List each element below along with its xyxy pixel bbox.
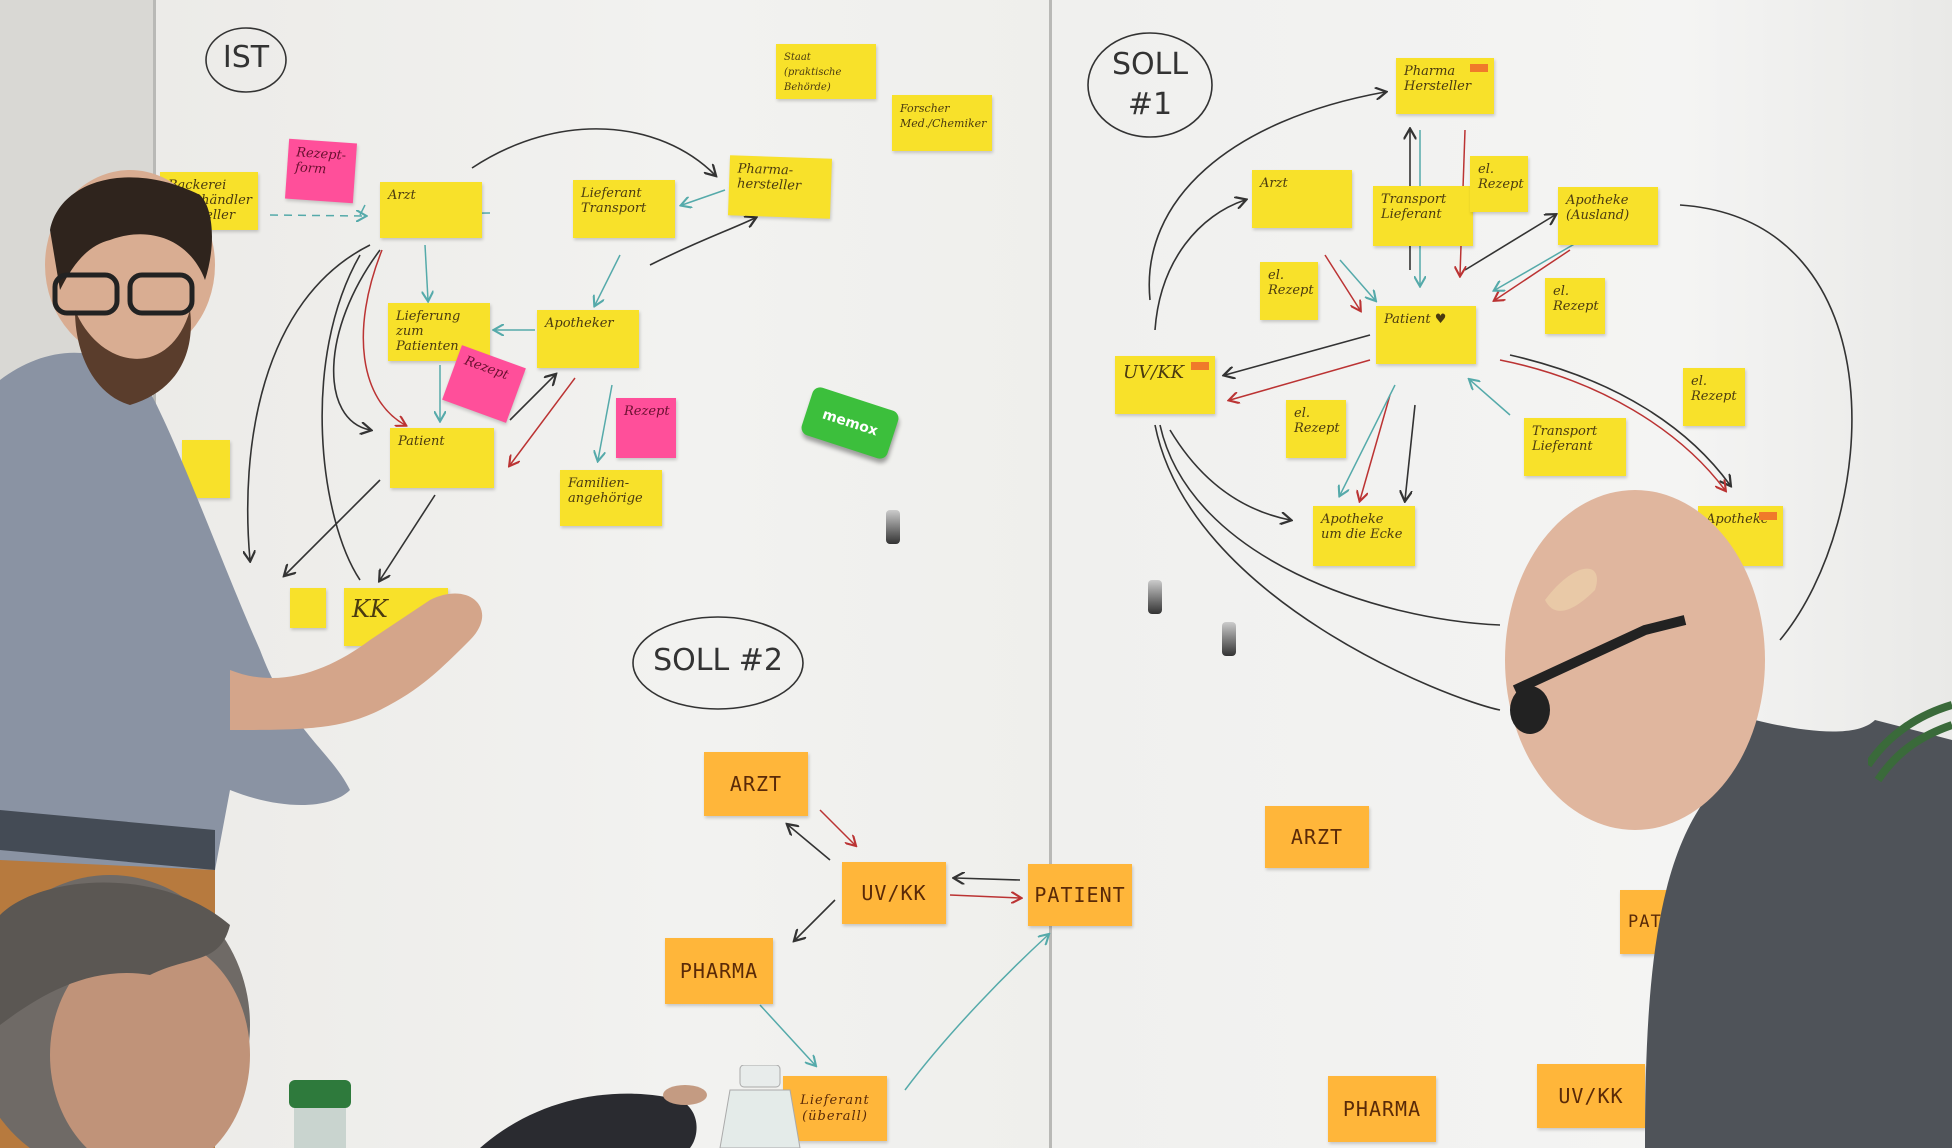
note-soll1-transport-top: Transport Lieferant	[1373, 186, 1473, 246]
note-pharma-hersteller: Pharma Hersteller	[1396, 58, 1494, 114]
note-soll1-uvkk: UV/KK	[1115, 356, 1215, 414]
note-soll2-uvkk: UV/KK	[842, 862, 946, 924]
note-erezept-right: el. Rezept	[1683, 368, 1745, 426]
note-apotheke-ecke: Apotheke um die Ecke	[1313, 506, 1415, 566]
note-pharma-hersteller-text: Pharma Hersteller	[1404, 64, 1472, 94]
note-arzt: Arzt	[380, 182, 482, 238]
magnet	[886, 510, 900, 544]
note-forscher: Forscher Med./Chemiker	[892, 95, 992, 151]
note-tab-marker	[1191, 362, 1209, 370]
note-soll2-pharma: PHARMA	[665, 938, 773, 1004]
note-erezept-left: el. Rezept	[1260, 262, 1318, 320]
seated-person-left	[0, 875, 250, 1148]
note-apotheke-right-text: Apotheke	[1706, 512, 1769, 527]
note-rezept-pink-2: Rezept	[616, 398, 676, 458]
note-soll2-patient: PATIENT	[1028, 864, 1132, 926]
note-soll1-patient: Patient ♥	[1376, 306, 1476, 364]
note-erezept-mid: el. Rezept	[1545, 278, 1605, 334]
note-tab-marker	[1759, 512, 1777, 520]
heading-ist: IST	[222, 40, 270, 75]
seated-person-right	[1505, 490, 1952, 1148]
note-pharmahersteller: Pharma- hersteller	[727, 155, 833, 219]
magnet	[1148, 580, 1162, 614]
note-soll1-uvkk-text: UV/KK	[1123, 362, 1185, 383]
note-apotheke-ausland: Apotheke (Ausland)	[1558, 187, 1658, 245]
note-apotheker: Apotheker	[537, 310, 639, 368]
note-loose-arzt: ARZT	[1265, 806, 1369, 868]
heading-soll-1: SOLL #1	[1111, 47, 1189, 122]
note-soll2-lieferant: Lieferant (überall)	[783, 1076, 887, 1141]
magnet	[1222, 622, 1236, 656]
bottle-green-cap	[289, 1080, 351, 1148]
hand-on-table	[480, 1085, 707, 1148]
note-staat: Staat (praktische Behörde)	[776, 44, 876, 99]
note-ist-partial-2	[290, 588, 326, 628]
note-loose-uvkk: UV/KK	[1537, 1064, 1645, 1128]
note-familienangehoerige: Familien- angehörige	[560, 470, 662, 526]
board-seam	[1049, 0, 1052, 1148]
soll2-circle	[632, 616, 804, 710]
plant-leaves	[1868, 701, 1952, 783]
note-tab-marker	[1470, 64, 1488, 72]
note-erezept-top: el. Rezept	[1470, 156, 1528, 212]
note-soll2-arzt: ARZT	[704, 752, 808, 816]
note-erezept-lower: el. Rezept	[1286, 400, 1346, 458]
note-patient: Patient	[390, 428, 494, 488]
heading-soll-2: SOLL #2	[653, 643, 783, 678]
note-loose-pharma: PHARMA	[1328, 1076, 1436, 1142]
note-soll1-arzt: Arzt	[1252, 170, 1352, 228]
bottle-clear	[719, 1065, 801, 1148]
soll1-circle	[1087, 32, 1213, 138]
note-soll1-transport-lower: Transport Lieferant	[1524, 418, 1626, 476]
note-lieferant-transport: Lieferant Transport	[573, 180, 675, 238]
ist-circle	[205, 27, 287, 93]
